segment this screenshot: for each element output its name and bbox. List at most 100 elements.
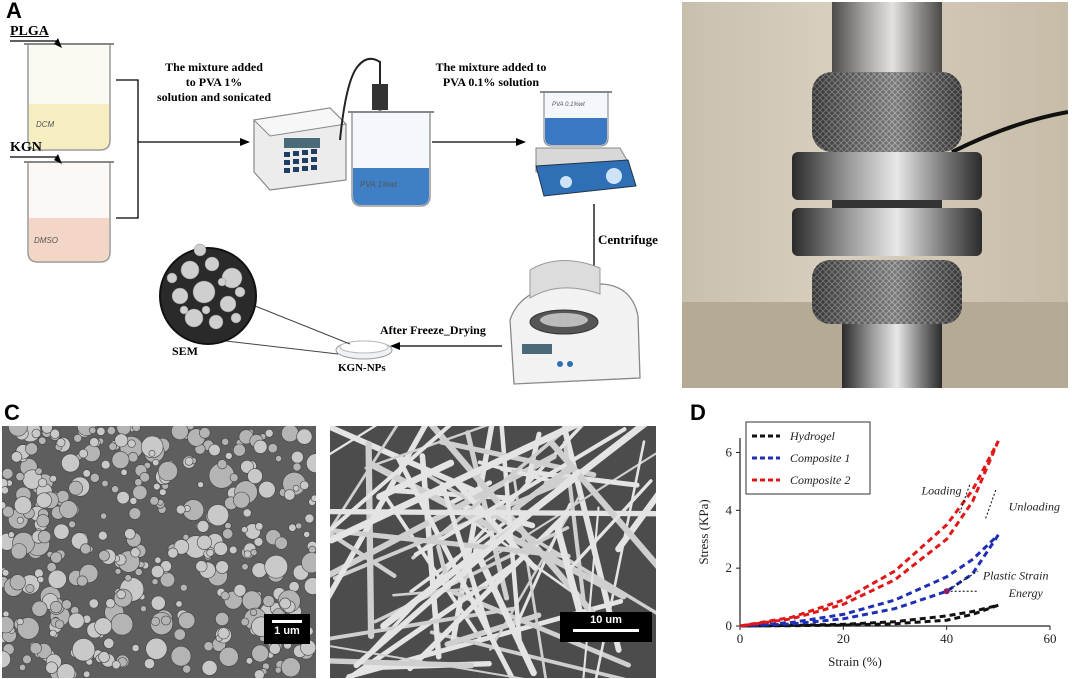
beaker-dmso [24,161,114,263]
series-hydrogel-unloading [739,603,999,628]
plga-label: PLGA [10,24,49,39]
nanoparticle [22,654,32,665]
nanoparticle [292,462,302,472]
nanoparticle [264,554,289,579]
nanoparticle [9,574,26,591]
nanofiber [452,479,538,571]
nanofiber [429,630,627,678]
nanoparticle [196,534,212,550]
nanofiber [367,426,584,656]
nanoparticle [241,563,249,571]
nanoparticle [148,449,156,457]
nanoparticle [222,528,234,540]
nanofiber [330,426,452,534]
nanoparticle [152,458,160,467]
nanoparticle [291,450,304,464]
nanoparticle [68,612,85,630]
nanoparticle [47,569,67,589]
nanoparticle [10,543,28,560]
nanoparticle [7,531,15,539]
series-hydrogel-loading [739,603,999,628]
nanoparticle [160,615,171,626]
nanoparticle [111,485,119,494]
nanoparticle [145,637,168,660]
x-tick-label: 20 [837,631,850,646]
nanoparticle [127,439,136,448]
nanoparticle [224,522,232,530]
nanoparticle [98,549,110,562]
nanoparticle [217,459,228,470]
nanoparticle [110,613,134,636]
nanoparticle [154,556,162,564]
nanoparticle [310,494,316,502]
nanoparticle [134,478,143,487]
nanoparticle [45,661,58,674]
nanoparticle [170,645,192,667]
y-tick-label: 4 [726,502,733,517]
nanoparticle [292,484,300,492]
nanoparticle [131,644,140,652]
nanoparticle [180,583,188,592]
nanoparticle [68,480,83,496]
centrifuge-label: Centrifuge [598,232,658,247]
kgn-nps-label: KGN-NPs [338,362,386,374]
nanoparticle [203,641,214,652]
y-axis-label: Stress (KPa) [696,499,711,564]
nanoparticle [241,526,248,533]
nanofiber [330,645,525,678]
annotation-loading: Loading [920,483,961,497]
nanoparticle [262,595,275,608]
nanoparticle [182,664,192,674]
nanoparticle [103,637,115,649]
nanoparticle [25,442,38,456]
nanoparticle [243,550,252,558]
nanoparticle [253,537,264,547]
nanoparticle [221,437,230,446]
nanoparticle [114,433,129,448]
nanoparticle [184,456,194,466]
nanofiber [444,612,542,647]
panel-label-c: C [4,400,20,425]
nanoparticle [56,438,66,448]
nanoparticle [280,657,301,678]
sem-inset [159,243,257,345]
nanoparticle [232,443,246,457]
nanoparticle [249,608,258,616]
nanoparticle [128,507,142,520]
nanoparticle [116,589,126,600]
y-tick-label: 2 [726,560,733,575]
dcm-label: DCM [36,120,55,129]
nanoparticle [89,437,100,448]
nanoparticle [100,512,107,520]
nanoparticle [176,504,186,515]
nanoparticle [94,617,113,636]
nanoparticle [36,492,52,509]
nanoparticle [37,576,45,584]
nanoparticle [175,600,183,608]
nanoparticle [37,530,52,544]
nanoparticle [101,479,109,488]
nanoparticle [2,616,15,634]
nanoparticle [50,600,63,614]
nanoparticle [2,486,9,495]
nanofiber [438,439,597,478]
nanoparticle [206,548,215,557]
nanofiber [330,658,475,669]
nanoparticle [140,605,147,612]
nanoparticle [151,565,165,579]
x-tick-label: 0 [737,631,744,646]
nanoparticle [171,426,189,440]
nanofiber [344,559,521,678]
nanoparticle [279,597,291,610]
pva-beaker-label: PVA 1%wt [360,180,398,189]
nanoparticle [88,426,97,435]
sem-image-nanofibers: 10 um [330,426,656,678]
nanoparticle [229,545,238,555]
nanoparticle [250,548,258,556]
sem-label: SEM [172,344,199,358]
panel-label-d: D [690,400,706,425]
nanoparticle [71,638,96,662]
nanofiber [330,508,656,517]
nanoparticle [129,497,138,505]
nanofiber [413,427,627,557]
